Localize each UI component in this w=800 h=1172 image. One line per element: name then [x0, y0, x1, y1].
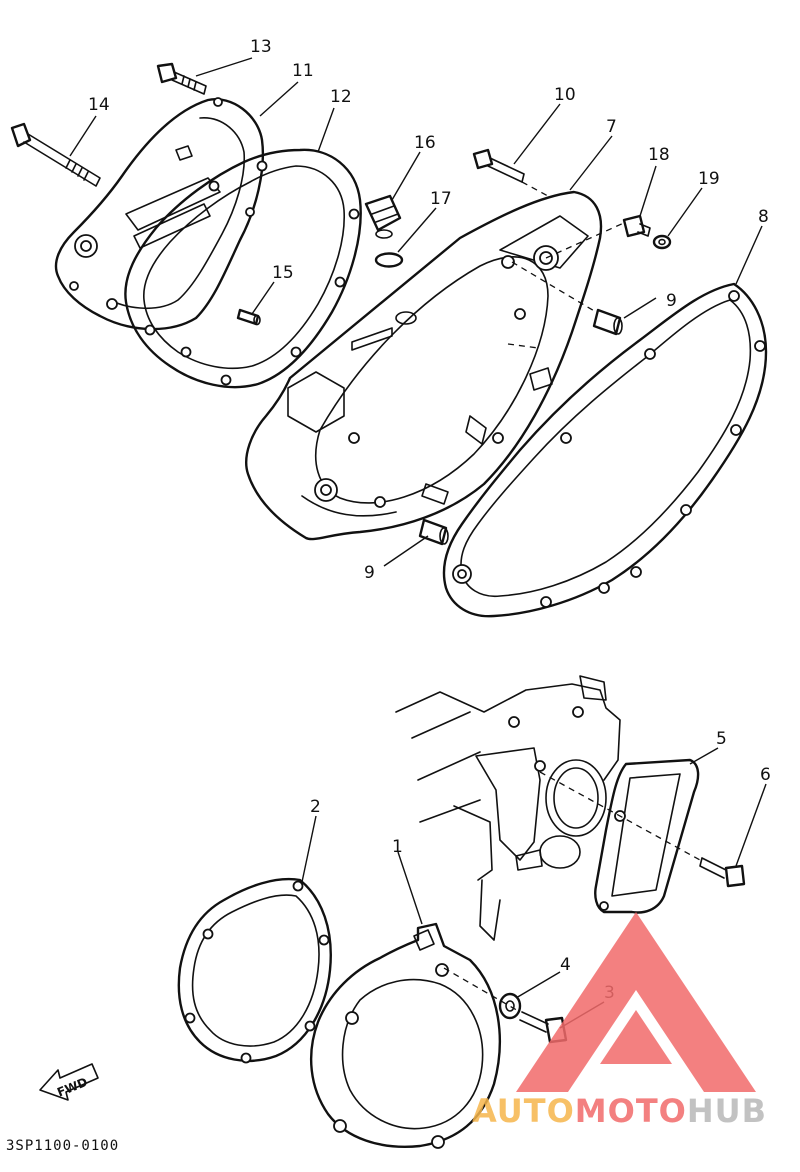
diagram-code: 3SP1100-0100: [6, 1138, 119, 1154]
part-9-dowel-pin-lower: [418, 518, 449, 546]
callout-6: 6: [760, 765, 771, 785]
callout-2: 2: [310, 797, 321, 817]
callout-14: 14: [88, 95, 110, 115]
callout-9-upper: 9: [666, 291, 677, 311]
part-15-dowel-pin: [236, 308, 261, 326]
part-7-crankcase-cover: [245, 190, 603, 541]
callout-19: 19: [698, 169, 720, 189]
callout-labels: 1 2 3 4 5 6 7 8 9 9 10 11 12 13 14 15 16…: [88, 37, 771, 1003]
part-6-bolt: [699, 857, 746, 888]
callout-13: 13: [250, 37, 272, 57]
part-18-bolt: [622, 214, 651, 238]
assembly-lines-upper: [507, 181, 627, 349]
callout-18: 18: [648, 145, 670, 165]
part-1-lower-cover: [309, 922, 501, 1149]
leader-lines: [69, 57, 767, 1029]
callout-9-lower: 9: [364, 563, 375, 583]
part-16-plug: [364, 194, 402, 239]
callout-15: 15: [272, 263, 294, 283]
part-9-dowel-pin-upper: [592, 308, 623, 336]
callout-16: 16: [414, 133, 436, 153]
callout-1: 1: [392, 837, 403, 857]
callout-5: 5: [716, 729, 727, 749]
watermark-auto: AUTO: [472, 1092, 575, 1130]
part-17-o-ring: [374, 252, 404, 268]
callout-4: 4: [560, 955, 571, 975]
part-13-bolt: [156, 62, 207, 95]
callout-11: 11: [292, 61, 314, 81]
part-11-outer-cover: [54, 97, 265, 331]
part-14-long-bolt: [10, 122, 101, 187]
part-12-cover-gasket: [124, 148, 362, 389]
part-2-gasket: [177, 878, 332, 1064]
part-19-washer: [652, 234, 672, 250]
callout-12: 12: [330, 87, 352, 107]
assembly-lines-lower: [443, 771, 701, 1013]
watermark-moto: MOTO: [575, 1092, 687, 1130]
part-5-cover-plate: [594, 758, 700, 914]
svg-text:AUTOMOTOHUB: AUTOMOTOHUB: [472, 1092, 767, 1130]
automotohub-logo-triangle: [516, 912, 756, 1092]
part-10-bolt: [472, 148, 525, 183]
fwd-arrow-icon: FWD: [39, 1063, 99, 1101]
callout-7: 7: [606, 117, 617, 137]
automotohub-watermark: AUTOMOTOHUB: [472, 912, 767, 1130]
callout-17: 17: [430, 189, 452, 209]
callout-10: 10: [554, 85, 576, 105]
part-4-washer: [498, 992, 522, 1020]
engine-reference-outline: [395, 675, 621, 941]
part-8-crankcase-gasket: [442, 282, 768, 618]
callout-8: 8: [758, 207, 769, 227]
watermark-hub: HUB: [687, 1092, 767, 1130]
